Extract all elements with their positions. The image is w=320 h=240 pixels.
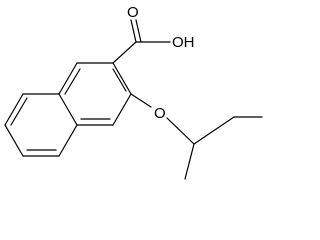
bond bbox=[112, 62, 132, 95]
ether-oxygen-label: O bbox=[154, 105, 166, 122]
sec-butoxy-group: O bbox=[130, 93, 263, 180]
bond bbox=[166, 117, 195, 145]
bond bbox=[193, 116, 235, 145]
bond bbox=[4, 93, 24, 126]
double-bond-inner bbox=[112, 68, 127, 92]
double-bond-inner bbox=[135, 19, 142, 43]
carbonyl-oxygen-label: O bbox=[127, 4, 139, 21]
double-bond-inner bbox=[64, 68, 81, 95]
bond bbox=[4, 124, 24, 157]
bond bbox=[184, 143, 195, 180]
bond bbox=[58, 93, 78, 126]
bond bbox=[112, 93, 132, 126]
naphthalene-right-ring bbox=[58, 62, 132, 126]
bond bbox=[58, 124, 78, 157]
structure-canvas: O OH O bbox=[4, 4, 263, 180]
bond bbox=[112, 41, 137, 64]
hydroxyl-label: OH bbox=[172, 34, 195, 51]
double-bond-inner bbox=[10, 97, 28, 126]
bond bbox=[130, 19, 137, 43]
chemical-structure-diagram: O OH O bbox=[4, 4, 263, 180]
carboxylic-acid-group: O OH bbox=[112, 4, 195, 64]
bond bbox=[58, 62, 78, 95]
bond bbox=[130, 93, 152, 108]
naphthalene-left-ring bbox=[4, 93, 78, 157]
